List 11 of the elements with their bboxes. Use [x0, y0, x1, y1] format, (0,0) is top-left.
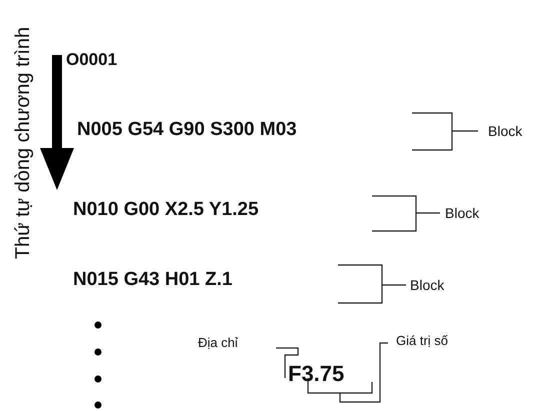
code-line: N005 G54 G90 S300 M03: [77, 120, 297, 139]
block-label: Block: [445, 206, 480, 220]
code-line: N010 G00 X2.5 Y1.25: [73, 200, 259, 219]
block-label: Block: [488, 124, 522, 138]
vertical-caption: Thứ tự dòng chương trình: [13, 26, 33, 262]
address-label: Địa chỉ: [198, 336, 238, 349]
code-line: N015 G43 H01 Z.1: [73, 270, 232, 289]
value-label: Giá trị số: [396, 334, 448, 347]
program-number: O0001: [66, 51, 118, 68]
code-word: F3.75: [288, 363, 344, 385]
block-label: Block: [410, 278, 444, 292]
